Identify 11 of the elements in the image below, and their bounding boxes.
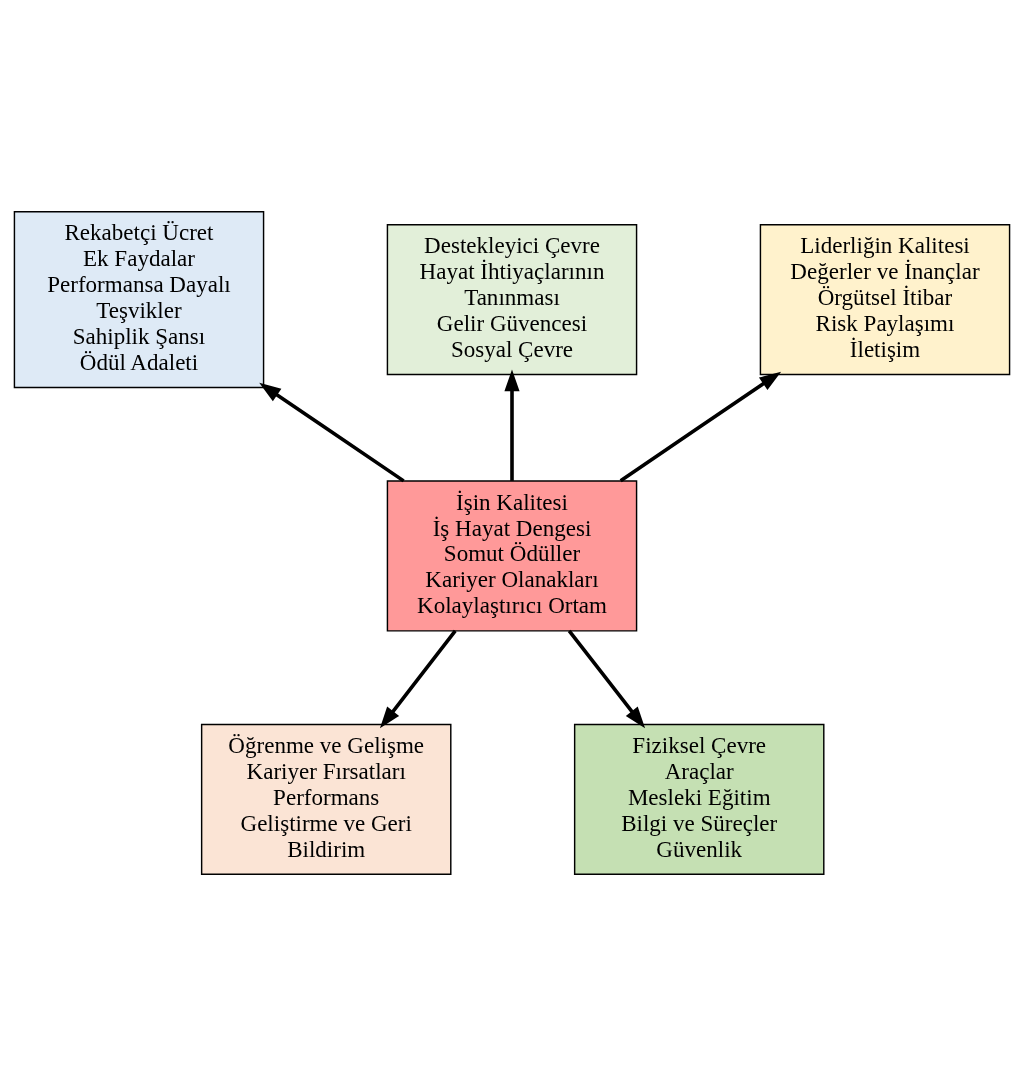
node-box: Fiziksel Çevre Araçlar Mesleki Eğitim Bilgi ve Süreçler Güvenlik — [573, 723, 825, 875]
arrow — [567, 629, 646, 728]
arrow — [379, 629, 457, 728]
node-box: Liderliğin Kalitesi Değerler ve İnançlar Örgütsel İtibar Risk Paylaşımı İletişim — [759, 223, 1011, 375]
node-box: Rekabetçi Ücret Ek Faydalar Performansa Dayalı Teşvikler Sahiplik Şansı Ödül Adaleti — [13, 210, 265, 388]
node-box: Öğrenme ve Gelişme Kariyer Fırsatları Performans Geliştirme ve Geri Bildirim — [200, 723, 452, 875]
node-box: Destekleyici Çevre Hayat İhtiyaçlarının Tanınması Gelir Güvencesi Sosyal Çevre — [386, 223, 638, 375]
node-box: İşin Kalitesi İş Hayat Dengesi Somut Ödüller Kariyer Olanakları Kolaylaştırıcı Ortam — [386, 479, 638, 632]
arrow — [259, 382, 405, 482]
arrow — [504, 369, 520, 481]
arrow — [619, 371, 782, 482]
